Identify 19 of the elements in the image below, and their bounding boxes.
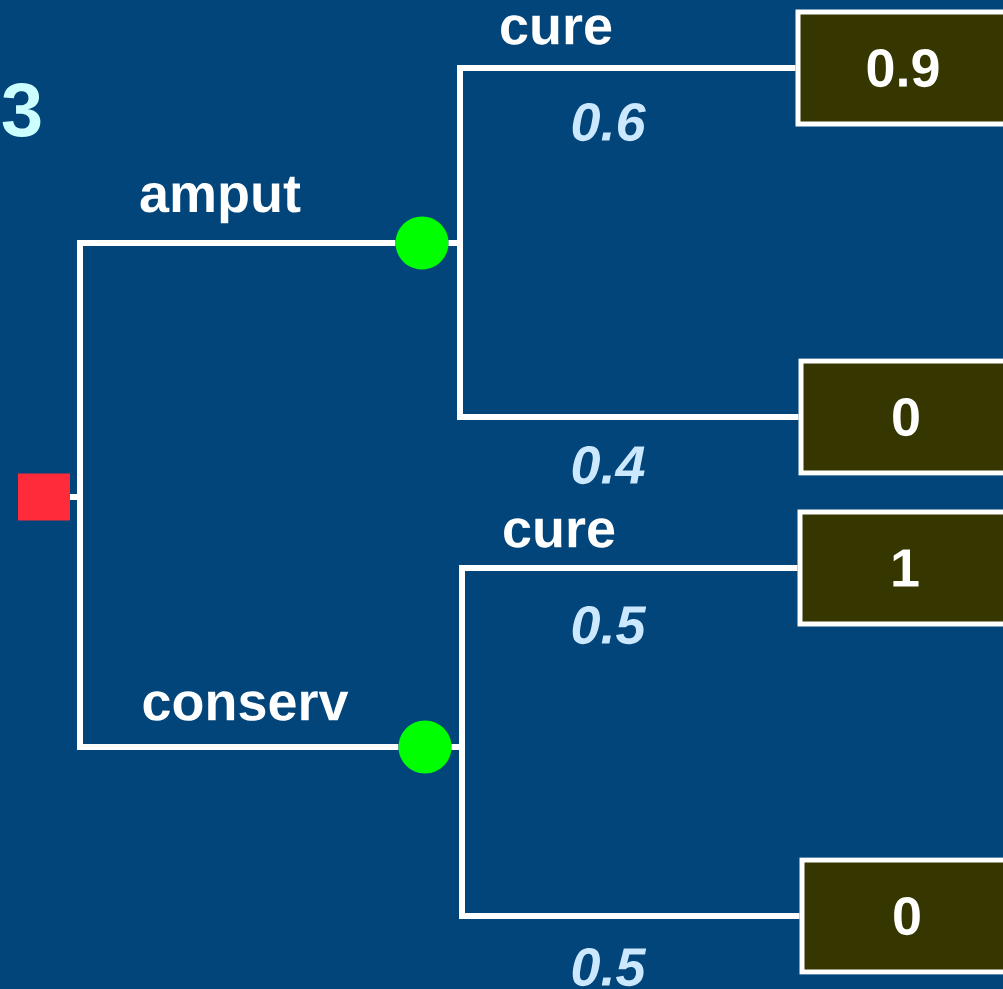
decision-square <box>18 473 70 521</box>
edge-label: cure <box>498 14 615 46</box>
number-label: 3 <box>2 83 41 137</box>
branch-line <box>448 240 799 420</box>
branch-line <box>451 744 800 919</box>
edge-label: conserv <box>140 690 350 722</box>
probability-label: 0.6 <box>572 102 646 142</box>
chance-circle <box>395 216 449 270</box>
chance-circle <box>398 720 452 774</box>
branch-line <box>70 494 399 750</box>
edge-label: 0.4 <box>569 444 647 486</box>
outcome-box: 0.9 <box>795 9 1003 127</box>
edge-label: 0.5 <box>569 946 647 988</box>
probability-label: 0.5 <box>572 605 647 645</box>
outcome-box: 0 <box>799 857 1003 975</box>
outcome-box: 1 <box>797 509 1003 627</box>
edge-label: amput <box>138 175 302 225</box>
edge-label: cure <box>500 517 618 549</box>
outcome-box: 0 <box>798 358 1003 476</box>
